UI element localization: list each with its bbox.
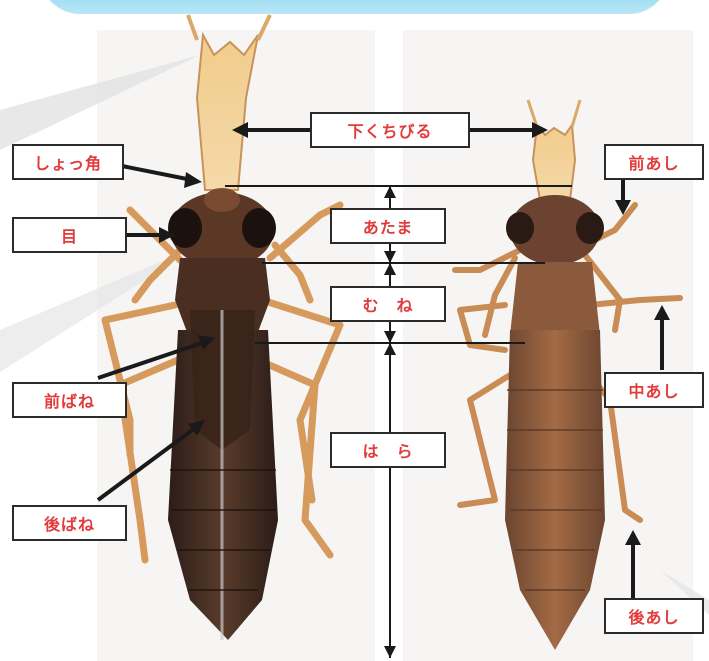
label-foreleg: 前あし [604, 144, 704, 180]
label-hindwing: 後ばね [12, 505, 127, 541]
left-eye-r [242, 208, 276, 248]
label-thorax: む ね [330, 286, 446, 322]
left-eye-l [168, 208, 202, 248]
label-eye: 目 [12, 217, 127, 253]
label-antenna: しょっ角 [12, 144, 124, 180]
right-lower-lip [533, 125, 575, 200]
left-lower-lip [197, 35, 258, 190]
left-nymph [105, 15, 340, 640]
right-thorax [510, 262, 600, 335]
light-ray-1 [0, 55, 200, 150]
label-lower-lip: 下くちびる [310, 112, 470, 148]
label-midleg: 中あし [604, 372, 704, 408]
label-abdomen: は ら [330, 432, 446, 468]
label-forewing: 前ばね [12, 382, 127, 418]
right-abdomen [505, 330, 605, 650]
label-hindleg: 後あし [604, 598, 704, 634]
label-head: あたま [330, 208, 446, 244]
